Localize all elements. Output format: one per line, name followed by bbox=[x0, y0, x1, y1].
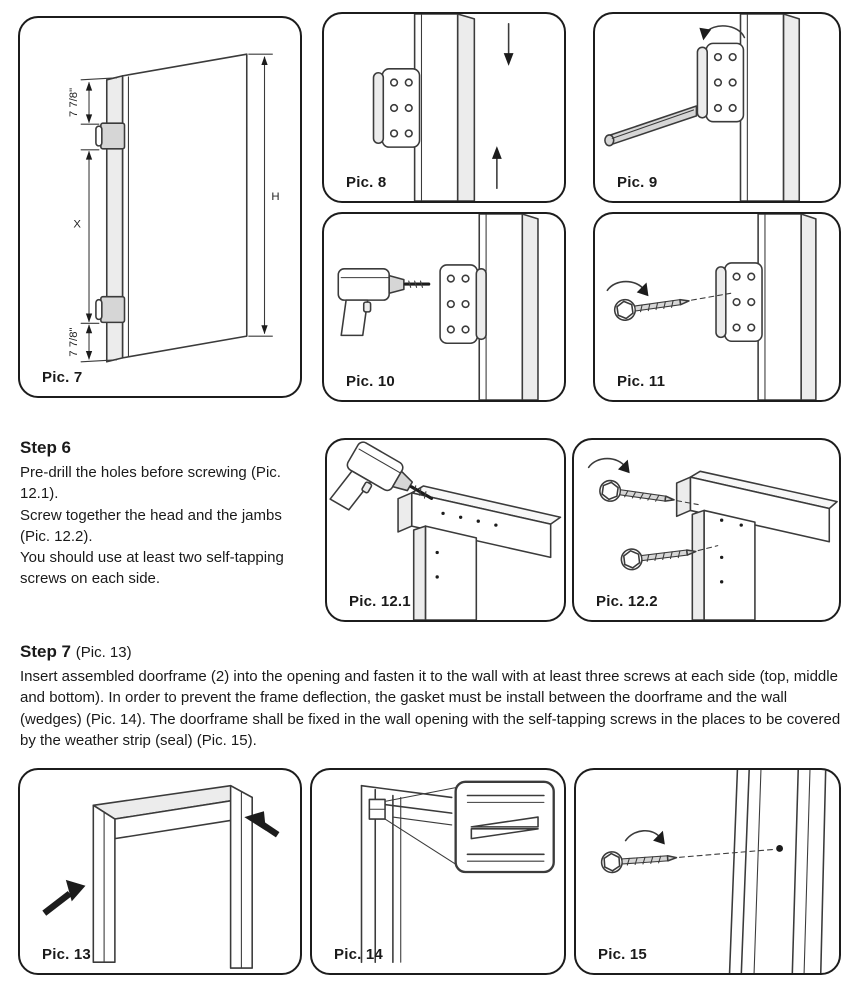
rotate-arrow-icon bbox=[699, 25, 746, 41]
step7-body: Insert assembled doorframe (2) into the … bbox=[20, 668, 841, 749]
pic11-illustration bbox=[606, 214, 817, 400]
arrow-icon bbox=[42, 879, 86, 916]
step7-section: Step 7 (Pic. 13) Insert assembled doorfr… bbox=[20, 642, 844, 751]
hinge-icon bbox=[439, 264, 487, 345]
pic12-1-illustration bbox=[327, 440, 562, 620]
pic10-label: Pic. 10 bbox=[346, 373, 395, 390]
pic15-illustration bbox=[600, 770, 827, 973]
pic12-1-panel: Pic. 12.1 bbox=[325, 438, 566, 622]
pic15-panel: Pic. 15 bbox=[574, 768, 841, 975]
pic12-2-illustration bbox=[587, 457, 838, 620]
arrow-down-icon bbox=[503, 23, 514, 66]
pic8-panel: Pic. 8 bbox=[322, 12, 566, 203]
pic8-illustration bbox=[372, 14, 514, 201]
pic11-label: Pic. 11 bbox=[617, 373, 666, 390]
pic15-label: Pic. 15 bbox=[598, 946, 647, 963]
hinge-pin-rod-icon bbox=[604, 105, 698, 147]
wedge-detail-inset bbox=[454, 780, 555, 874]
door-hinge-bottom-icon bbox=[95, 295, 126, 324]
pic12-1-label: Pic. 12.1 bbox=[349, 593, 411, 610]
screw-point-dot bbox=[776, 845, 784, 852]
step6-section: Step 6 Pre-drill the holes before screwi… bbox=[20, 438, 322, 590]
arrow-up-icon bbox=[491, 146, 502, 190]
hinge-icon bbox=[696, 42, 745, 123]
step6-title: Step 6 bbox=[20, 438, 72, 457]
pic7-label: Pic. 7 bbox=[42, 369, 83, 386]
pic14-illustration bbox=[360, 780, 555, 963]
arrow-icon bbox=[244, 811, 280, 838]
pic12-2-panel: Pic. 12.2 bbox=[572, 438, 841, 622]
rotate-arrow-icon bbox=[624, 830, 665, 845]
pic7-panel: 7 7/8" X 7 7/8" H Pic. 7 bbox=[18, 16, 302, 398]
pic9-illustration bbox=[604, 14, 801, 201]
pic13-illustration bbox=[42, 784, 280, 969]
step7-title: Step 7 (Pic. 13) bbox=[20, 642, 844, 662]
pic9-label: Pic. 9 bbox=[617, 174, 658, 191]
pic13-panel: Pic. 13 bbox=[18, 768, 302, 975]
hinge-icon bbox=[372, 68, 421, 148]
wedge-marker bbox=[368, 798, 386, 820]
pic11-panel: Pic. 11 bbox=[593, 212, 841, 402]
step7-title-note: (Pic. 13) bbox=[75, 644, 132, 661]
rotate-arrow-icon bbox=[606, 280, 649, 297]
pic10-illustration bbox=[337, 214, 539, 400]
screw-icon bbox=[619, 540, 698, 572]
step6-body: Pre-drill the holes before screwing (Pic… bbox=[20, 464, 284, 588]
screw-icon bbox=[600, 846, 678, 874]
pic12-2-label: Pic. 12.2 bbox=[596, 593, 658, 610]
pic10-panel: Pic. 10 bbox=[322, 212, 566, 402]
pic13-label: Pic. 13 bbox=[42, 946, 91, 963]
drill-icon bbox=[337, 268, 432, 337]
dim-height-label: H bbox=[271, 191, 279, 203]
step7-title-text: Step 7 bbox=[20, 642, 72, 661]
dim-top-label: 7 7/8" bbox=[68, 88, 80, 117]
door-hinge-top-icon bbox=[95, 122, 126, 150]
pic9-panel: Pic. 9 bbox=[593, 12, 841, 203]
dim-middle-label: X bbox=[73, 219, 81, 231]
rotate-arrow-icon bbox=[587, 457, 630, 474]
pic14-label: Pic. 14 bbox=[334, 946, 383, 963]
screw-icon bbox=[597, 478, 677, 511]
dim-bottom-label: 7 7/8" bbox=[68, 327, 80, 356]
hinge-icon bbox=[715, 262, 763, 343]
screw-icon bbox=[612, 289, 692, 323]
pic14-panel: Pic. 14 bbox=[310, 768, 566, 975]
pic7-illustration: 7 7/8" X 7 7/8" H bbox=[68, 53, 280, 363]
pic8-label: Pic. 8 bbox=[346, 174, 387, 191]
